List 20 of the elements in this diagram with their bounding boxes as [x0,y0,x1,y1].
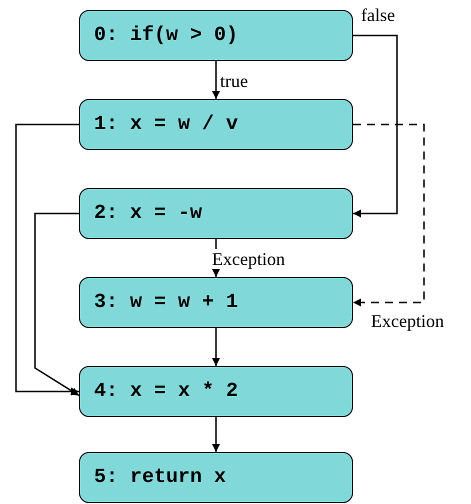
edge-label: Exception [211,249,286,269]
process-box [79,99,353,150]
arrow [212,61,220,99]
code-line: 1: x = w / v [94,113,238,136]
arrow [353,34,398,218]
process-box [79,10,353,61]
arrow [34,212,80,396]
code-line: 0: if(w > 0) [94,24,238,47]
dashed-arrow [353,124,425,306]
code-line: 4: x = x * 2 [94,380,238,403]
arrow [212,328,220,366]
arrow [15,124,79,396]
process-box [79,366,353,417]
code-line: 5: return x [94,466,226,489]
arrow [212,417,220,452]
process-box [79,452,353,503]
process-box [79,277,353,328]
code-line: 2: x = -w [94,202,202,225]
process-box [79,188,353,239]
code-line: 3: w = w + 1 [94,291,238,314]
